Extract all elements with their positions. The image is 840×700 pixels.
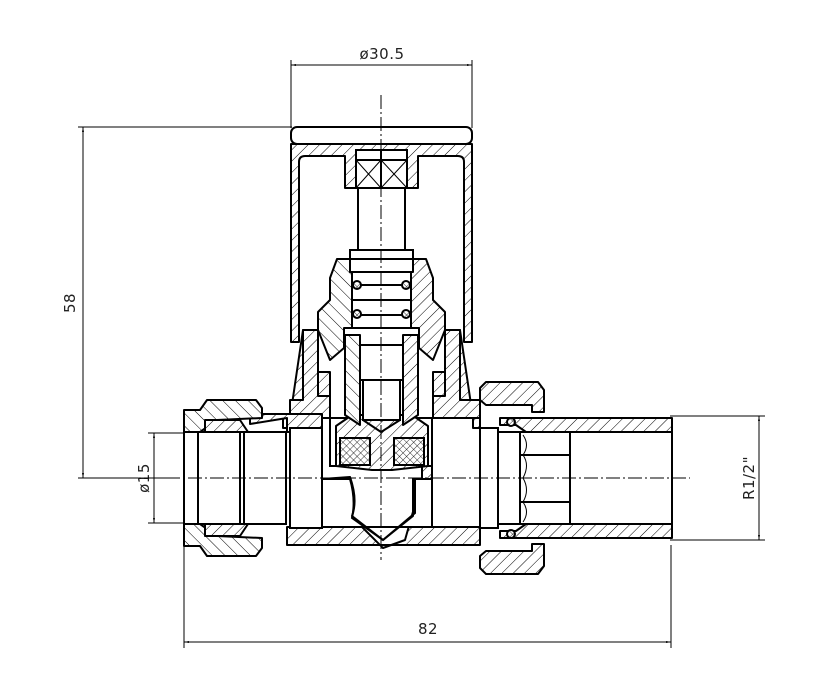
bonnet: [317, 258, 446, 361]
dim-height-label: 58: [61, 293, 79, 313]
dimension-height: 58: [61, 126, 292, 479]
center-lines: [100, 95, 690, 560]
body-cavity: [329, 414, 433, 471]
valve-seat: [321, 476, 433, 542]
dim-thread-label: R1/2": [740, 456, 758, 500]
dimension-overall-length: 82: [183, 530, 672, 648]
dim-handle-diameter-label: ø30.5: [359, 45, 404, 63]
dimension-handle-diameter: ø30.5: [290, 45, 473, 128]
dimension-thread: R1/2": [670, 415, 765, 541]
dim-overall-length-label: 82: [418, 620, 438, 638]
